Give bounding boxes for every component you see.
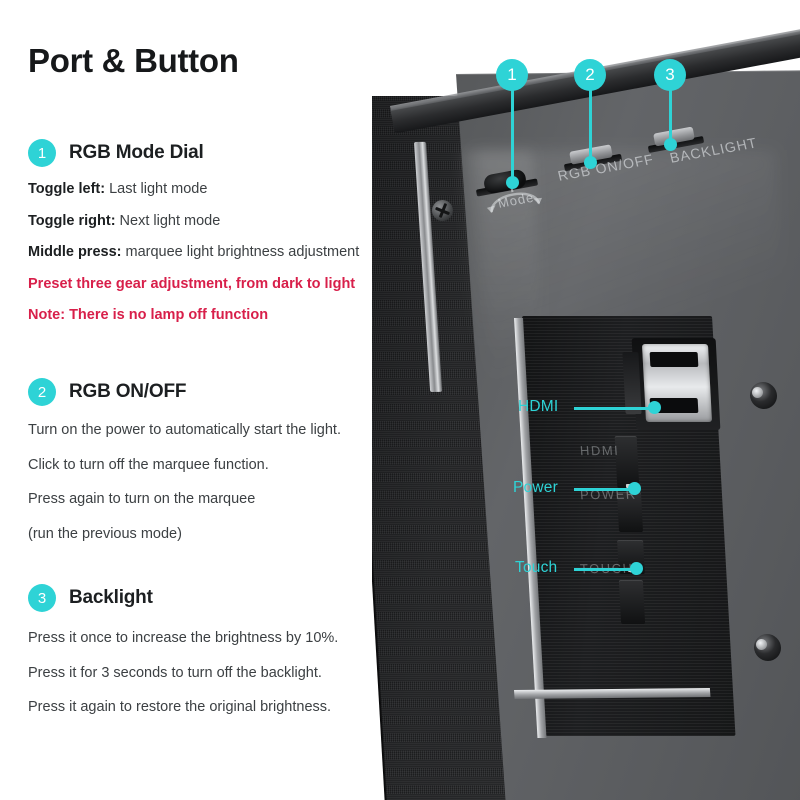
callout-dot-3 [664,138,677,151]
detail-value: Next light mode [115,212,221,229]
section-header: 3 Backlight [28,583,338,613]
port-label-power: Power [513,479,558,496]
mode-arrow-icon [486,181,542,214]
port-leader-touch [574,568,636,571]
phillips-screw [432,200,453,221]
callout-leader-1 [511,90,514,186]
photo-inner: Mode RGB ON/OFF BACKLIGHT HDMI POWER TOU… [372,0,800,800]
detail-line: Press it once to increase the brightness… [28,630,339,646]
detail-line: (run the previous mode) [28,525,182,542]
product-photo: Mode RGB ON/OFF BACKLIGHT HDMI POWER TOU… [372,0,800,800]
detail-line: Press it again to restore the original b… [28,699,332,715]
callout-dot-2 [584,156,597,169]
hdmi-side-tab [622,352,642,414]
section-body-3: Press it once to increase the brightness… [28,631,338,715]
section-badge-1: 1 [28,139,56,167]
callout-leader-2 [589,90,592,166]
section-body-2: Turn on the power to automatically start… [28,423,341,541]
port-label-hdmi: HDMI [518,398,559,415]
silkscreen-port-hdmi: HDMI [579,442,620,459]
section-backlight: 3 Backlight Press it once to increase th… [28,583,338,735]
port-dot-hdmi [648,401,661,414]
section-header: 1 RGB Mode Dial [28,138,359,168]
detail-line: Toggle left: Last light mode [28,182,359,197]
callout-leader-3 [669,90,672,148]
section-badge-3: 3 [28,584,56,612]
port-dot-touch [630,562,643,575]
section-title-1: RGB Mode Dial [69,142,204,163]
callout-badge-1[interactable]: 1 [496,59,528,91]
rubber-plug-upper-highlight [752,387,763,398]
rubber-plug-lower-highlight [756,639,767,650]
detail-value: Last light mode [105,181,208,197]
detail-line: Turn on the power to automatically start… [28,422,341,438]
detail-value: marquee light brightness adjustment [121,244,360,260]
hdmi-slot-upper [649,352,699,367]
detail-line: Click to turn off the marquee function. [28,456,269,473]
detail-label: Toggle right: [28,212,116,229]
port-leader-power [574,488,634,491]
callout-badge-3[interactable]: 3 [654,59,686,91]
touch-port[interactable] [618,580,646,624]
detail-line: Middle press: marquee light brightness a… [28,245,359,260]
detail-line: Press again to turn on the marquee [28,491,256,507]
section-body-1: Toggle left: Last light mode Toggle righ… [28,182,359,323]
section-title-2: RGB ON/OFF [69,381,187,402]
callout-dot-1 [506,176,519,189]
callout-badge-2[interactable]: 2 [574,59,606,91]
alert-line: Preset three gear adjustment, from dark … [28,275,356,292]
section-title-3: Backlight [69,587,153,608]
section-header: 2 RGB ON/OFF [28,377,341,407]
section-badge-2: 2 [28,378,56,406]
detail-label: Middle press: [28,244,122,260]
section-rgb-on-off: 2 RGB ON/OFF Turn on the power to automa… [28,377,341,561]
section-rgb-mode-dial: 1 RGB Mode Dial Toggle left: Last light … [28,138,359,340]
alert-line: Note: There is no lamp off function [28,307,269,323]
port-label-touch: Touch [515,559,558,576]
port-leader-hdmi [574,407,652,410]
text-column: Port & Button 1 RGB Mode Dial Toggle lef… [28,42,359,735]
detail-line: Toggle right: Next light mode [28,212,359,229]
detail-line: Press it for 3 seconds to turn off the b… [28,664,322,681]
detail-label: Toggle left: [28,181,106,197]
port-dot-power [628,482,641,495]
page-title: Port & Button [28,42,239,79]
